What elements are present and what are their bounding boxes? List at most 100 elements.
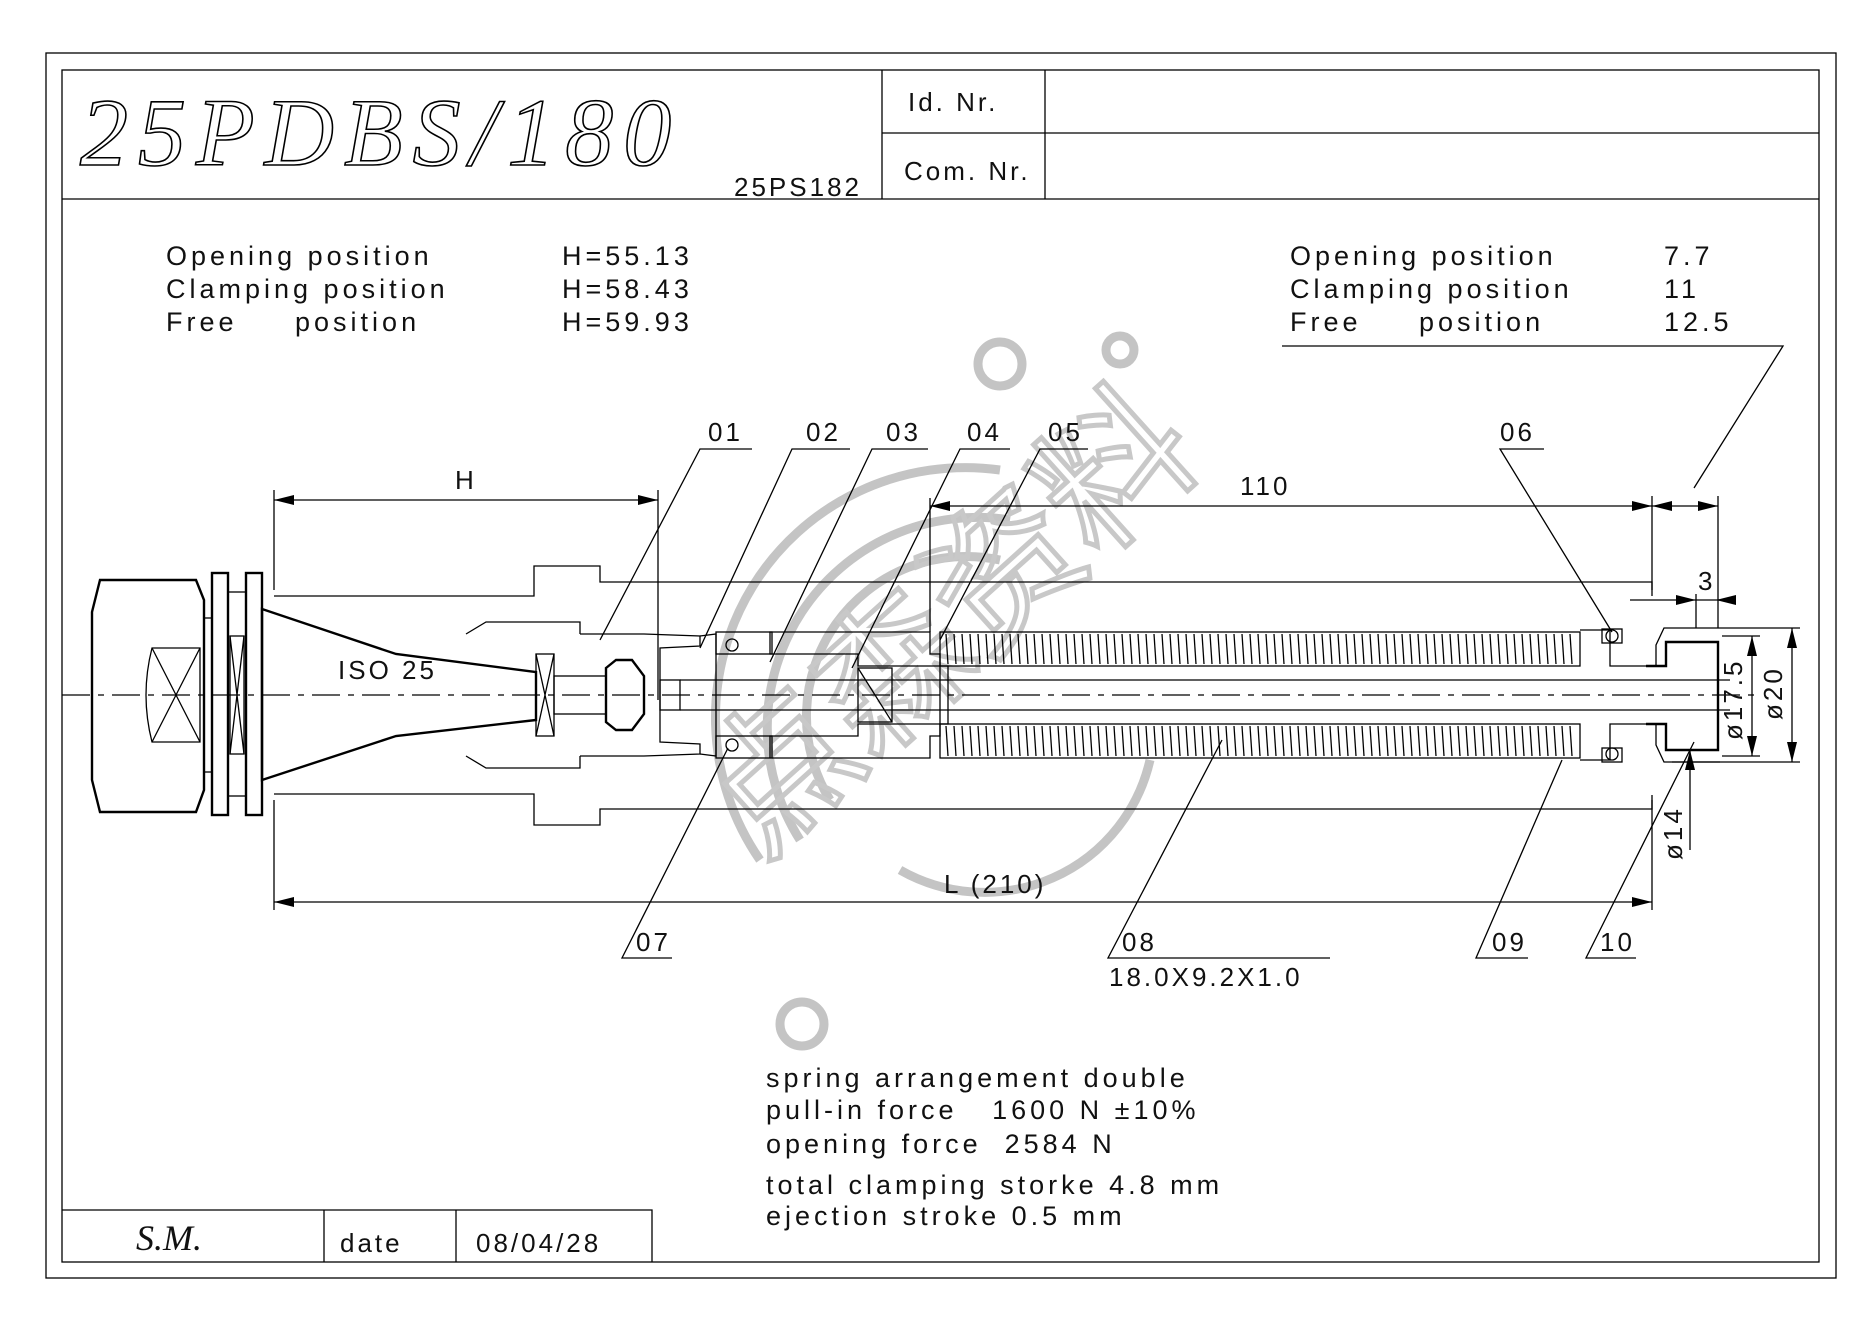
spring-disc xyxy=(1401,633,1405,665)
clamping-nut xyxy=(90,578,206,814)
spring-disc xyxy=(1201,633,1205,665)
spring-disc xyxy=(1233,633,1237,665)
spring-disc xyxy=(1481,725,1485,757)
outer-border xyxy=(45,52,1837,1279)
part-label: 01 xyxy=(708,417,743,447)
spring-disc xyxy=(977,725,981,757)
spring-disc xyxy=(1137,633,1141,665)
spring-disc xyxy=(961,725,965,757)
position-label: Free position xyxy=(166,307,420,337)
dimensions: H L (210) 110 3 ø17.5 ø20 ø14 xyxy=(273,465,1800,910)
spring-spec: 18.0X9.2X1.0 xyxy=(1109,962,1303,992)
spring-disc xyxy=(1569,725,1573,757)
spring-disc xyxy=(1145,725,1149,757)
spring-disc xyxy=(1233,725,1237,757)
spring-disc xyxy=(1521,633,1525,665)
spring-disc xyxy=(1257,725,1261,757)
position-label: Free position xyxy=(1290,307,1544,337)
dim-3: 3 xyxy=(1698,566,1715,596)
spring-disc xyxy=(1249,725,1253,757)
spring-disc xyxy=(1513,633,1517,665)
part-label: 10 xyxy=(1600,927,1635,957)
part-label: 02 xyxy=(806,417,841,447)
spring-disc xyxy=(1369,725,1373,757)
spring-disc xyxy=(953,725,957,757)
spring-disc xyxy=(1073,725,1077,757)
dim-20: ø20 xyxy=(1758,666,1788,720)
part-label: 06 xyxy=(1500,417,1535,447)
spring-disc xyxy=(1001,725,1005,757)
spring-disc xyxy=(1217,725,1221,757)
spring-disc xyxy=(1513,725,1517,757)
spring-disc xyxy=(1033,725,1037,757)
spring-disc xyxy=(1161,633,1165,665)
position-label: Opening position xyxy=(1290,241,1557,271)
spring-disc xyxy=(1089,633,1093,665)
spring-disc xyxy=(1273,633,1277,665)
com-nr-label: Com. Nr. xyxy=(904,156,1031,186)
spring-disc xyxy=(993,633,997,665)
spring-disc xyxy=(1305,633,1309,665)
spring-disc xyxy=(1545,725,1549,757)
spring-disc xyxy=(1457,725,1461,757)
spring-disc xyxy=(1153,633,1157,665)
spring-disc xyxy=(1153,725,1157,757)
spring-disc xyxy=(1529,725,1533,757)
spring-disc xyxy=(1505,633,1509,665)
dim-l: L (210) xyxy=(944,869,1046,899)
spring-disc xyxy=(1025,633,1029,665)
spring-disc xyxy=(1017,725,1021,757)
spring-disc xyxy=(1169,633,1173,665)
spring-disc xyxy=(1345,633,1349,665)
spring-disc xyxy=(1297,725,1301,757)
date-label: date xyxy=(340,1228,403,1258)
spring-disc xyxy=(1193,725,1197,757)
spring-disc xyxy=(1481,633,1485,665)
spring-disc xyxy=(1377,633,1381,665)
spring-disc xyxy=(1465,633,1469,665)
spring-disc xyxy=(1113,633,1117,665)
spring-disc xyxy=(1073,633,1077,665)
spring-disc xyxy=(1185,633,1189,665)
spring-disc xyxy=(1337,725,1341,757)
spring-disc xyxy=(1097,633,1101,665)
spring-disc xyxy=(1257,633,1261,665)
spring-disc xyxy=(1281,725,1285,757)
note: ejection stroke 0.5 mm xyxy=(766,1201,1126,1231)
note: total clamping storke 4.8 mm xyxy=(766,1170,1223,1200)
drawing-title: 25PDBS/180 xyxy=(80,79,681,186)
spring-disc xyxy=(1057,725,1061,757)
spring-disc xyxy=(1385,633,1389,665)
spring-disc xyxy=(1545,633,1549,665)
spring-disc xyxy=(1273,725,1277,757)
spring-disc xyxy=(1377,725,1381,757)
note: pull-in force 1600 N ±10% xyxy=(766,1095,1200,1125)
spring-disc xyxy=(1041,725,1045,757)
spring-disc xyxy=(945,725,949,757)
spring-disc xyxy=(1409,633,1413,665)
spring-disc xyxy=(1137,725,1141,757)
spring-disc xyxy=(1057,633,1061,665)
spring-disc xyxy=(1401,725,1405,757)
spring-disc xyxy=(1361,725,1365,757)
spring-disc xyxy=(1129,725,1133,757)
position-value: 11 xyxy=(1664,274,1700,304)
dim-h: H xyxy=(455,465,477,495)
spring-disc xyxy=(1537,725,1541,757)
spring-disc xyxy=(1145,633,1149,665)
spring-disc xyxy=(953,633,957,665)
note: spring arrangement double xyxy=(766,1063,1189,1093)
spring-disc xyxy=(1265,725,1269,757)
spring-disc xyxy=(1345,725,1349,757)
spring-disc xyxy=(1009,725,1013,757)
spring-disc xyxy=(1113,725,1117,757)
spring-disc xyxy=(1489,633,1493,665)
spring-disc xyxy=(1417,725,1421,757)
spring-disc xyxy=(1209,633,1213,665)
spring-disc xyxy=(1169,725,1173,757)
spring-disc xyxy=(1465,725,1469,757)
spring-disc xyxy=(1449,725,1453,757)
spring-disc xyxy=(1161,725,1165,757)
spring-disc xyxy=(1425,633,1429,665)
tool-holder-section: ISO 25 xyxy=(62,565,1760,826)
